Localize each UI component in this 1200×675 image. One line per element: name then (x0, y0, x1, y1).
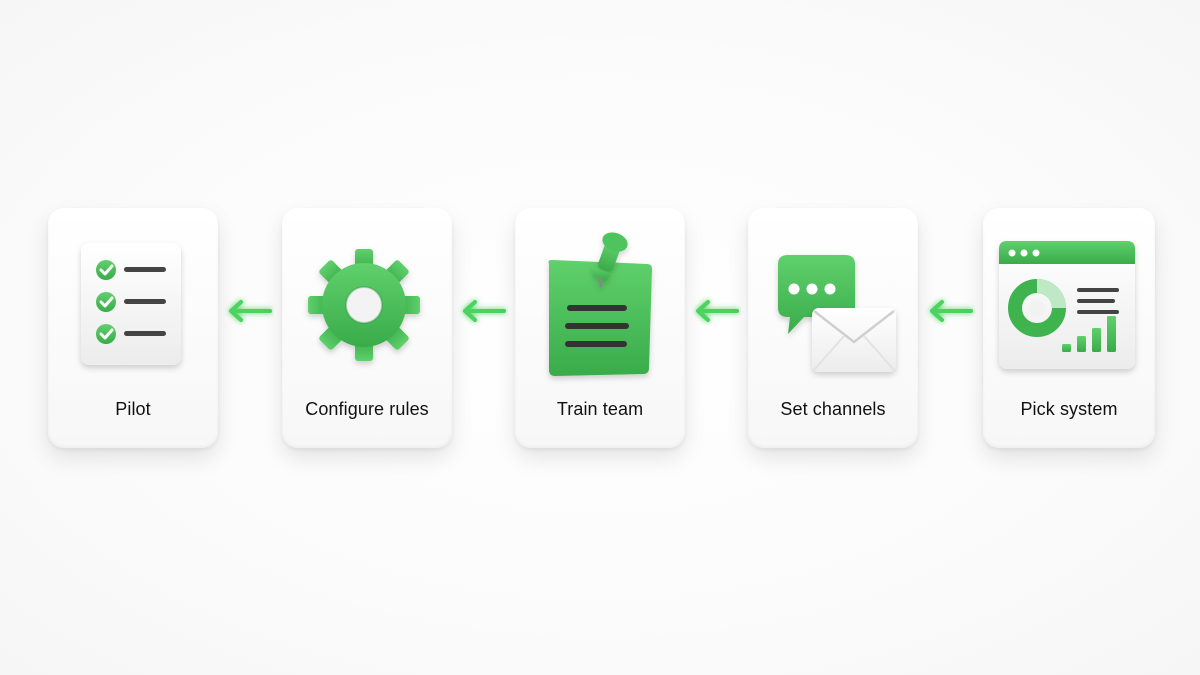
step-label: Configure rules (305, 399, 429, 419)
step-card-train-team: Train team (515, 208, 685, 448)
arrow-left-icon (229, 300, 272, 322)
arrow-left-icon (463, 300, 506, 322)
step-label: Train team (556, 399, 644, 419)
arrow-left-icon (696, 300, 739, 322)
step-label: Pilot (115, 399, 151, 419)
pinned-note-icon (548, 232, 652, 376)
step-card-configure-rules: Configure rules (282, 208, 452, 448)
checklist-icon (81, 243, 181, 365)
chat-mail-icon (778, 255, 896, 372)
arrow-left-icon (930, 300, 973, 322)
step-card-pilot: Pilot (48, 208, 218, 448)
step-label: Pick system (1020, 399, 1118, 419)
step-label: Set channels (780, 399, 886, 419)
step-card-pick-system: Pick system (983, 208, 1155, 448)
dashboard-icon (999, 241, 1135, 369)
gear-icon (308, 249, 420, 361)
step-card-set-channels: Set channels (748, 208, 918, 448)
